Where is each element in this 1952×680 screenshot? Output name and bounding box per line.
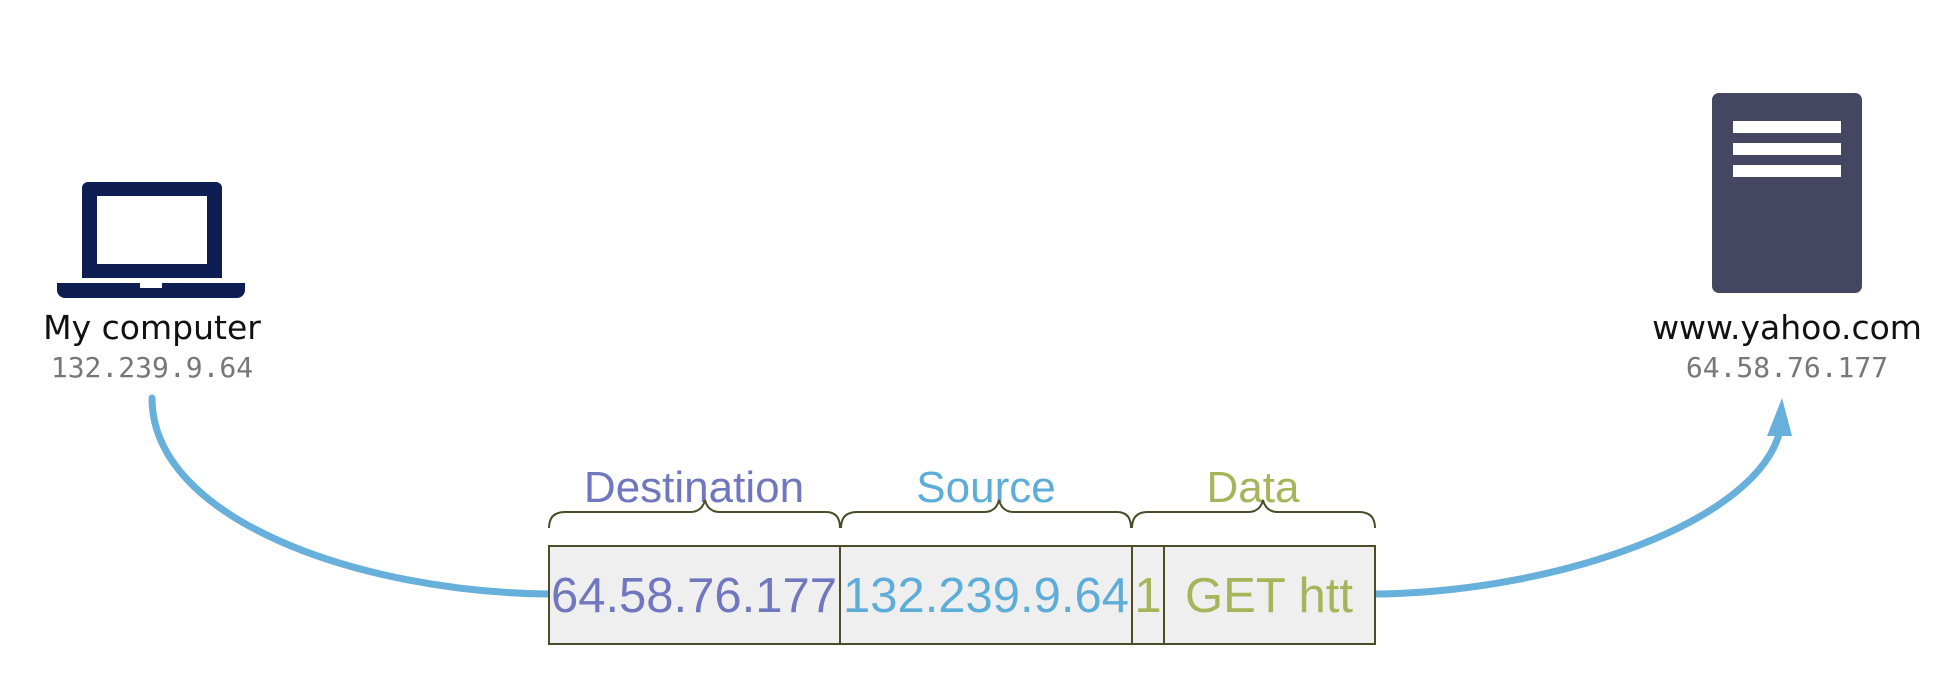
flag-cell [1131, 545, 1165, 645]
flag-value: 1 [1134, 569, 1161, 623]
destination-brace [548, 499, 841, 529]
source-value: 132.239.9.64 [843, 569, 1129, 623]
arrow-packet-to-server [1372, 426, 1784, 598]
destination-label: Destination [584, 463, 804, 512]
laptop-icon [57, 182, 245, 298]
source-label: Source [916, 463, 1055, 512]
payload-cell [1163, 545, 1376, 645]
source-brace [840, 499, 1132, 529]
server-ip: 64.58.76.177 [1686, 351, 1888, 384]
packet: 64.58.76.177 132.239.9.64 1 GET htt [548, 545, 1376, 645]
destination-cell [548, 545, 841, 645]
arrowhead-icon [1767, 398, 1792, 436]
data-label: Data [1207, 463, 1300, 512]
data-brace [1131, 499, 1376, 529]
client-name: My computer [43, 308, 261, 347]
destination-value: 64.58.76.177 [551, 569, 837, 623]
client-ip: 132.239.9.64 [51, 351, 253, 384]
server-name: www.yahoo.com [1652, 308, 1922, 347]
payload-value: GET htt [1185, 569, 1353, 623]
arrow-client-to-packet [148, 394, 552, 598]
server-icon [1712, 93, 1862, 293]
